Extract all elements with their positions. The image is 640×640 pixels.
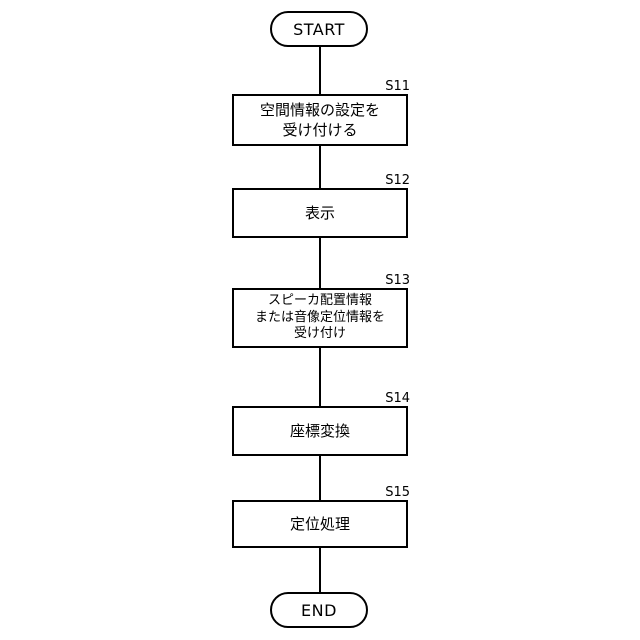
step-s15-box: 定位処理 [232, 500, 408, 548]
connector-s13-s14 [319, 348, 321, 406]
connector-s15-end [319, 548, 321, 592]
connector-s11-s12 [319, 146, 321, 188]
step-s14-text: 座標変換 [290, 421, 350, 441]
connector-s14-s15 [319, 456, 321, 500]
step-s13-box: スピーカ配置情報 または音像定位情報を 受け付け [232, 288, 408, 348]
step-id-s14: S14 [372, 392, 410, 406]
end-terminal: END [270, 592, 368, 628]
step-s14-box: 座標変換 [232, 406, 408, 456]
start-label: START [293, 20, 345, 39]
connector-s12-s13 [319, 238, 321, 288]
step-s15-text: 定位処理 [290, 514, 350, 534]
step-s12-text: 表示 [305, 203, 335, 223]
step-s13-text: スピーカ配置情報 または音像定位情報を 受け付け [255, 293, 385, 344]
step-id-s13: S13 [372, 274, 410, 288]
end-label: END [301, 601, 337, 620]
step-s11-box: 空間情報の設定を 受け付ける [232, 94, 408, 146]
start-terminal: START [270, 11, 368, 47]
step-s11-text: 空間情報の設定を 受け付ける [260, 100, 380, 141]
connector-start-s11 [319, 46, 321, 94]
step-id-s11: S11 [372, 80, 410, 94]
step-id-s15: S15 [372, 486, 410, 500]
step-s12-box: 表示 [232, 188, 408, 238]
step-id-s12: S12 [372, 174, 410, 188]
